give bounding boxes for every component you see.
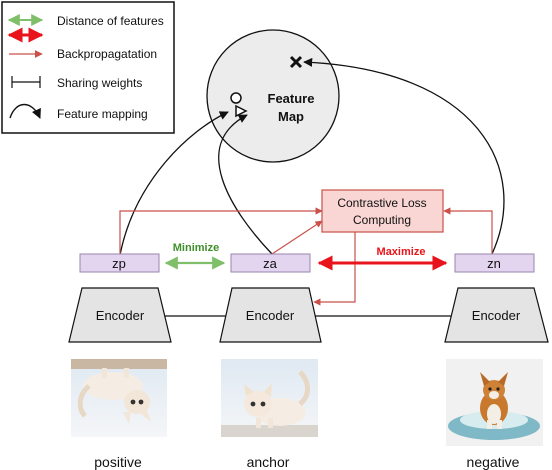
legend-label-distance: Distance of features <box>57 14 164 28</box>
legend-item-distance: Distance of features <box>7 14 164 28</box>
contrastive-loss-rect <box>321 189 444 233</box>
feature-mapping-arrows <box>119 57 505 256</box>
minimize-label: Minimize <box>173 242 219 254</box>
contrastive-loss-label-line1: Contrastive Loss <box>337 196 426 210</box>
anchor-image <box>221 359 318 437</box>
negative-feature-cross-icon <box>289 55 303 69</box>
positive-image <box>71 359 167 437</box>
encoder-negative-label: Encoder <box>472 308 521 323</box>
backprop-lines <box>119 207 493 306</box>
negative-image <box>446 359 543 446</box>
mapping-arrow-anchor <box>218 114 273 255</box>
maximize-label: Maximize <box>377 246 426 258</box>
feature-map-label-line1: Feature <box>268 91 315 106</box>
anchor-feature-triangle-icon <box>235 104 248 118</box>
backprop-line-from-zn <box>443 207 493 254</box>
legend-item-sharing: Sharing weights <box>11 76 142 90</box>
embedding-zn: zn <box>454 253 535 273</box>
legend-label-backprop: Backpropagatation <box>57 47 157 61</box>
encoder-positive-label: Encoder <box>96 308 145 323</box>
backprop-line-to-encoder <box>313 231 356 306</box>
positive-feature-circle-icon <box>230 92 242 104</box>
legend-label-sharing: Sharing weights <box>57 76 142 90</box>
contrastive-loss-label-line2: Computing <box>353 213 411 227</box>
feature-map-label-line2: Map <box>278 109 304 124</box>
legend: Distance of features Backpropagatation S… <box>1 1 175 134</box>
minimize-relation: Minimize <box>164 242 226 270</box>
mapping-arrow-positive <box>119 111 229 256</box>
embedding-za-box <box>230 253 311 273</box>
backprop-line-from-zp <box>119 207 323 254</box>
maximize-relation: Maximize <box>317 246 448 271</box>
encoder-anchor-trapezoid <box>219 287 322 343</box>
embedding-za-label: za <box>263 256 278 271</box>
positive-label: positive <box>94 454 142 470</box>
embedding-zn-label: zn <box>487 256 501 271</box>
curved-arrow-icon <box>9 103 41 119</box>
legend-item-mapping: Feature mapping <box>9 103 148 121</box>
encoder-negative-trapezoid <box>444 287 549 343</box>
legend-label-mapping: Feature mapping <box>57 107 148 121</box>
encoder-negative: Encoder <box>444 287 549 343</box>
backprop-line-from-za <box>271 220 323 255</box>
embedding-zn-box <box>454 253 535 273</box>
contrastive-loss-box: Contrastive Loss Computing <box>321 189 444 233</box>
embedding-zp: zp <box>79 253 160 273</box>
encoder-positive-trapezoid <box>68 287 172 343</box>
embedding-zp-label: zp <box>112 256 126 271</box>
bracket-line-icon <box>11 76 41 88</box>
embedding-zp-box <box>79 253 160 273</box>
anchor-label: anchor <box>247 454 290 470</box>
encoder-anchor-label: Encoder <box>246 308 295 323</box>
feature-map: Feature Map <box>206 29 340 163</box>
embedding-za: za <box>230 253 311 273</box>
encoder-anchor: Encoder <box>219 287 322 343</box>
mapping-arrow-negative <box>303 57 505 255</box>
negative-label: negative <box>467 454 520 470</box>
encoder-positive: Encoder <box>68 287 172 343</box>
legend-item-backprop: Backpropagatation <box>9 47 157 61</box>
